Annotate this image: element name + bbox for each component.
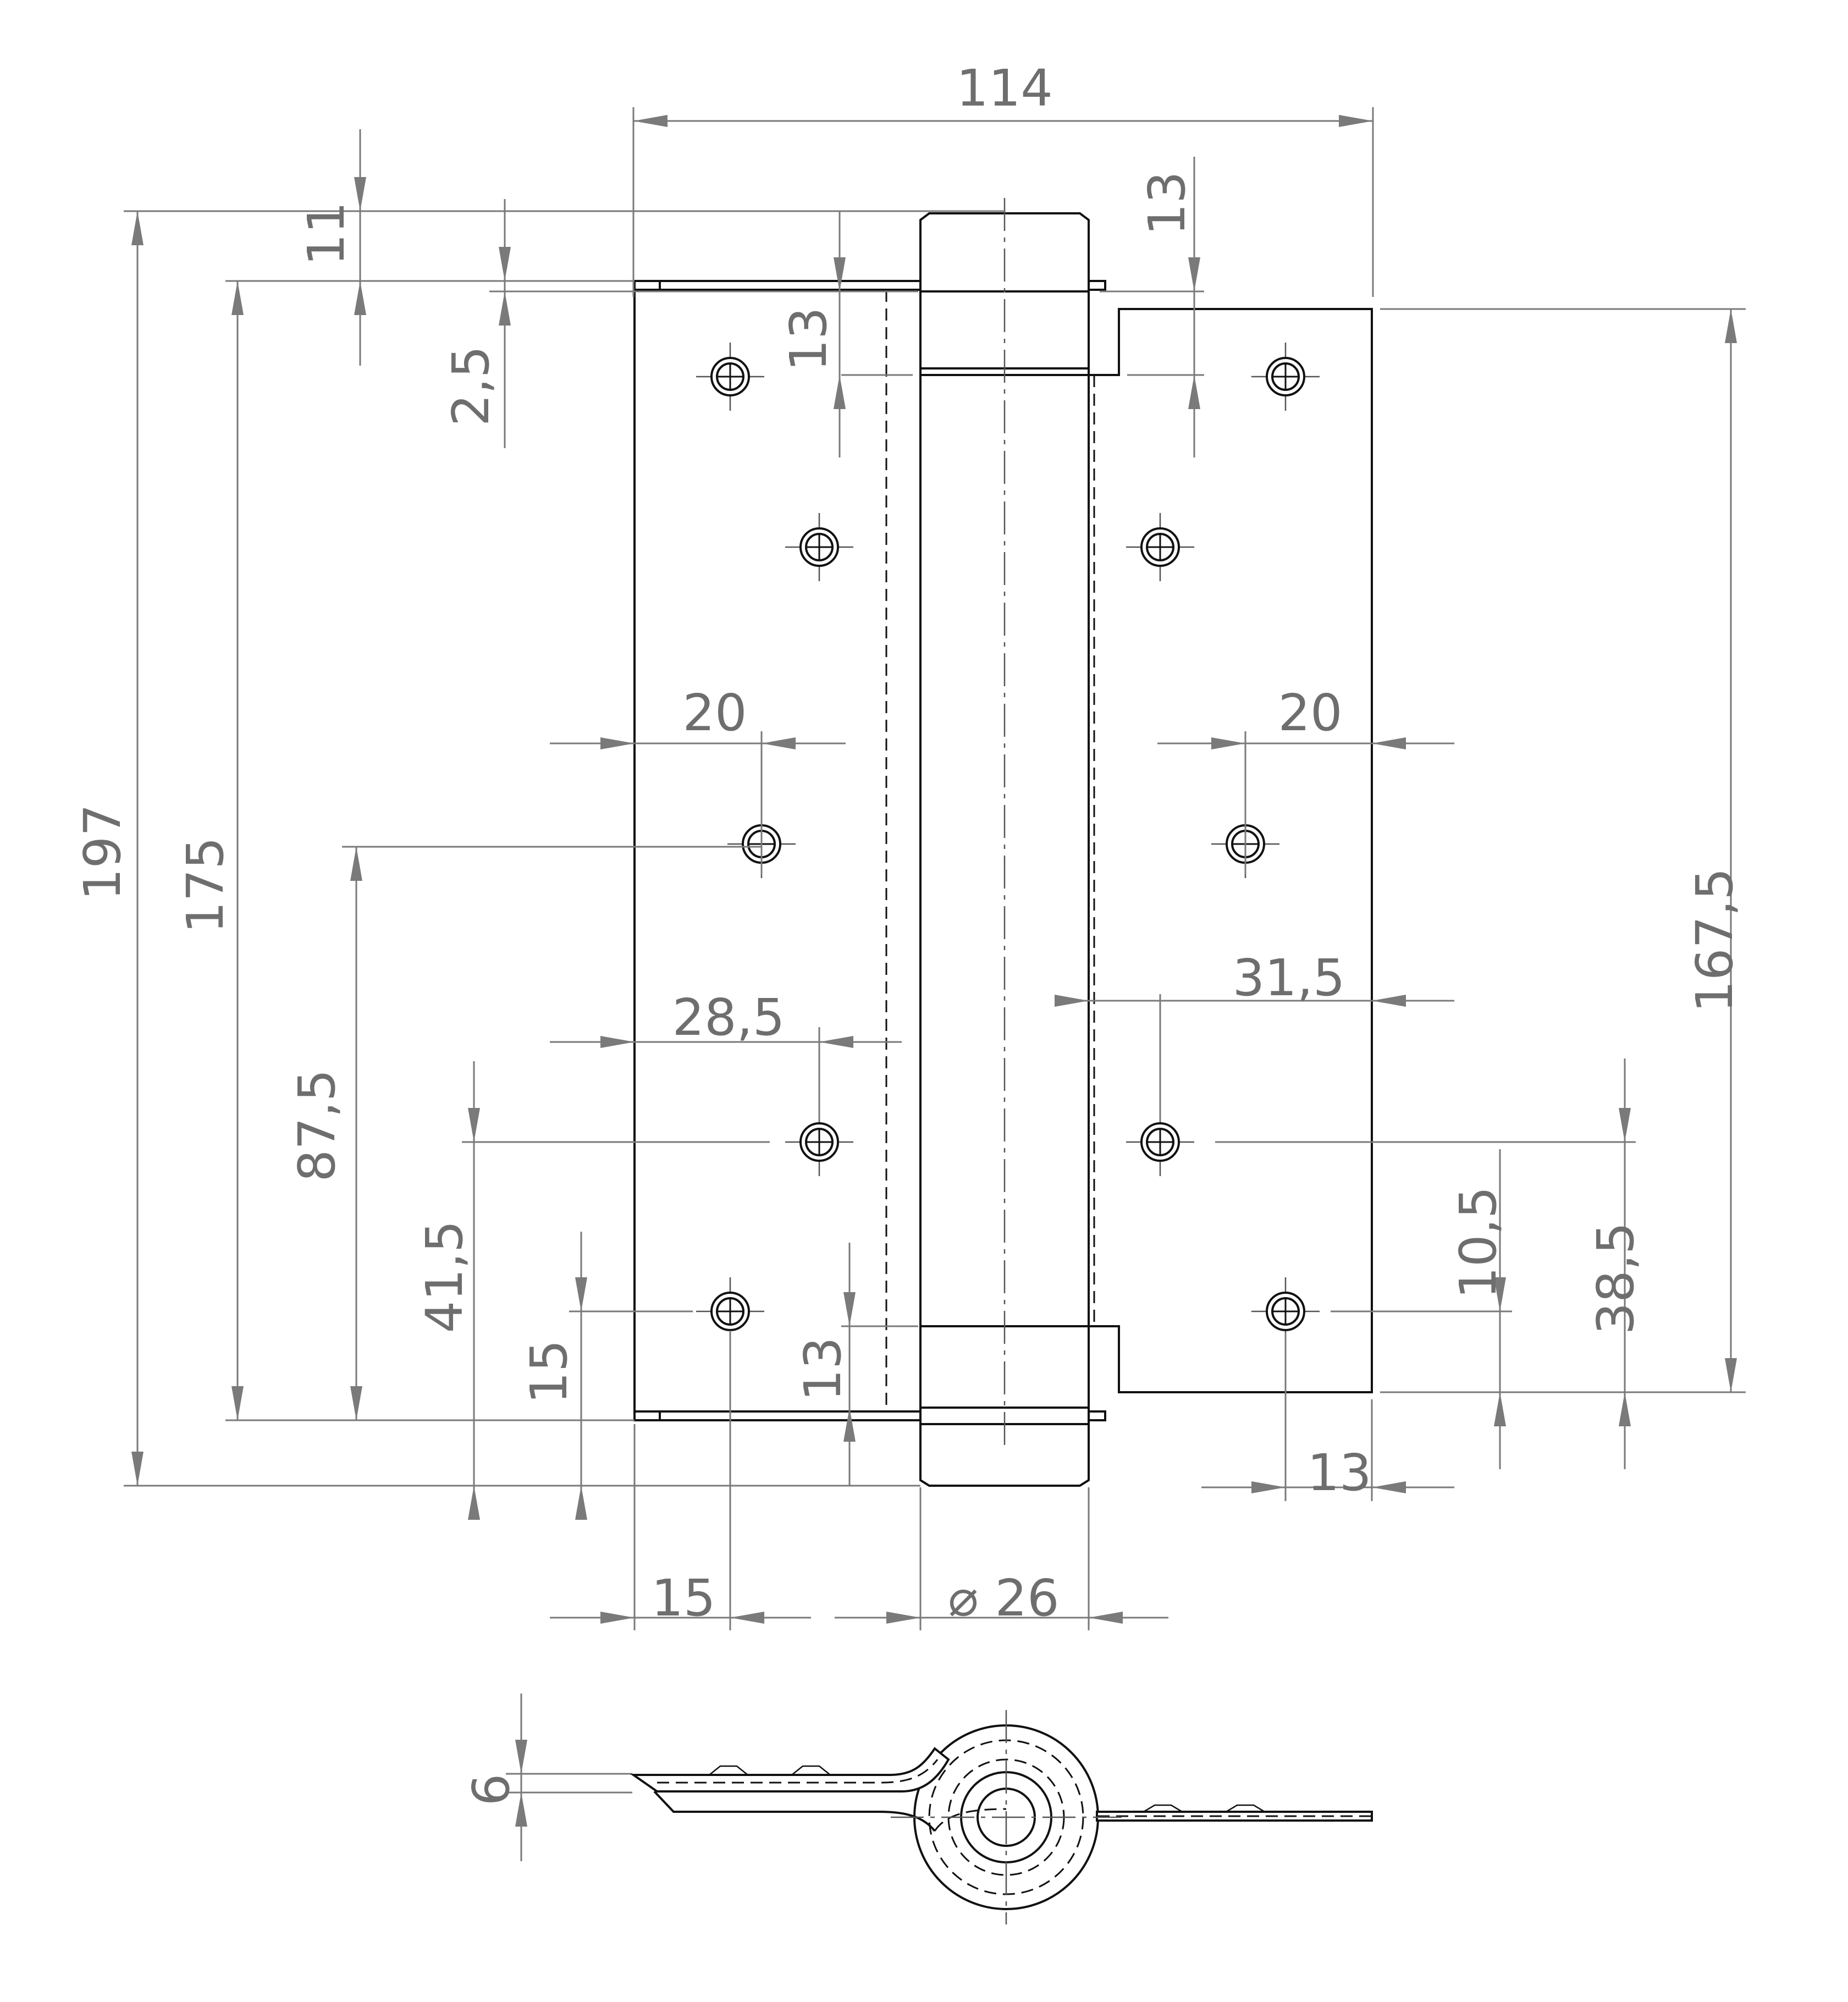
dimension-arrow bbox=[231, 1386, 244, 1420]
screw-hole bbox=[1126, 513, 1194, 581]
barrel-top-cap bbox=[919, 212, 1090, 376]
dim-height-total: 197 bbox=[73, 804, 132, 901]
dimension-arrow bbox=[354, 281, 366, 315]
dimension-arrow bbox=[131, 1452, 144, 1486]
screw-hole bbox=[785, 1108, 853, 1176]
dimension-arrow bbox=[1372, 737, 1406, 749]
dimension-arrow bbox=[1372, 1481, 1406, 1493]
dimension-arrow bbox=[1494, 1392, 1506, 1426]
dimension-arrow bbox=[1055, 995, 1089, 1007]
dimension-labels: 114 197 175 87,5 11 2,5 13 13 20 20 28,5… bbox=[73, 59, 1744, 1806]
dimension-arrow bbox=[350, 847, 362, 881]
dimension-arrow bbox=[1251, 1481, 1286, 1493]
dimension-arrow bbox=[1211, 737, 1245, 749]
dimension-arrow bbox=[350, 1386, 362, 1420]
dim-leaf-half: 87,5 bbox=[288, 1069, 346, 1182]
dim-plate-thickness: 6 bbox=[462, 1774, 521, 1806]
dimension-arrow bbox=[834, 257, 846, 291]
dim-hole-offset-left-2: 28,5 bbox=[672, 988, 785, 1047]
dimension-arrow bbox=[730, 1612, 764, 1624]
dim-knuckle-top-right: 13 bbox=[1138, 171, 1196, 235]
hinge-top-view bbox=[630, 1710, 1373, 1924]
dimension-arrow bbox=[231, 281, 244, 315]
screw-hole bbox=[1251, 1277, 1320, 1345]
dimension-arrow bbox=[633, 115, 668, 127]
screw-hole bbox=[1126, 1108, 1194, 1176]
screw-holes bbox=[696, 343, 1320, 1345]
hinge-front-view bbox=[633, 198, 1373, 1487]
dimension-arrow bbox=[1089, 1612, 1123, 1624]
barrel-bottom-cap bbox=[919, 1325, 1090, 1487]
right-leaf-plate bbox=[1088, 308, 1373, 1393]
screw-hole bbox=[785, 513, 853, 581]
dimension-arrow bbox=[600, 1612, 635, 1624]
dimension-arrow bbox=[575, 1486, 587, 1520]
dimension-arrow bbox=[1372, 995, 1406, 1007]
screw-hole bbox=[1251, 343, 1320, 411]
dim-hole-bottom-left: 15 bbox=[520, 1339, 578, 1404]
dim-hole-lower-right: 38,5 bbox=[1586, 1222, 1645, 1335]
dimension-arrow bbox=[468, 1108, 480, 1142]
dimension-arrow bbox=[131, 211, 144, 245]
dimension-arrow bbox=[834, 375, 846, 409]
dim-width-overall: 114 bbox=[956, 59, 1053, 118]
dimension-arrow bbox=[1494, 1277, 1506, 1311]
dimension-arrow bbox=[600, 1036, 635, 1048]
dimension-arrow bbox=[1339, 115, 1373, 127]
dimension-arrow bbox=[1188, 375, 1200, 409]
dimension-arrow bbox=[1619, 1392, 1631, 1426]
dim-hole-offset-right-2: 31,5 bbox=[1233, 948, 1345, 1007]
top-view-left-leaf bbox=[630, 1747, 950, 1793]
dim-plate-offset: 2,5 bbox=[442, 346, 500, 426]
dim-hole-bottom-right: 10,5 bbox=[1449, 1187, 1508, 1299]
dimension-arrow bbox=[762, 737, 796, 749]
dimension-arrow bbox=[468, 1486, 480, 1520]
dimension-arrow bbox=[575, 1277, 587, 1311]
dimension-arrow bbox=[843, 1408, 856, 1442]
dimension-arrow bbox=[499, 247, 511, 281]
dimension-arrow bbox=[1188, 257, 1200, 291]
dimension-arrow bbox=[1725, 309, 1737, 343]
dim-hole-offset-right: 20 bbox=[1278, 683, 1342, 742]
dimension-lines bbox=[124, 107, 1746, 1861]
dim-bottom-left-offset: 15 bbox=[651, 1569, 715, 1628]
dimension-arrow bbox=[515, 1793, 527, 1827]
dimension-arrow bbox=[886, 1612, 920, 1624]
dimension-arrow bbox=[354, 177, 366, 211]
dimension-arrow bbox=[499, 291, 511, 326]
dimension-arrow bbox=[843, 1292, 856, 1326]
dimension-arrow bbox=[1725, 1358, 1737, 1392]
dim-hole-offset-left: 20 bbox=[682, 683, 747, 742]
dimension-arrow bbox=[819, 1036, 853, 1048]
dimension-arrow bbox=[600, 737, 635, 749]
dim-right-leaf-height: 167,5 bbox=[1685, 868, 1744, 1012]
dim-barrel-diameter: 26 bbox=[995, 1569, 1059, 1628]
dimension-arrow bbox=[1619, 1108, 1631, 1142]
dim-hole-lower-left: 41,5 bbox=[415, 1221, 474, 1333]
dim-leaf-height: 175 bbox=[176, 837, 235, 934]
screw-hole bbox=[696, 343, 764, 411]
dimension-arrow bbox=[515, 1740, 527, 1774]
dim-right-edge-offset: 13 bbox=[1307, 1443, 1371, 1502]
diameter-symbol: ⌀ bbox=[948, 1569, 978, 1628]
dim-knuckle-top-left: 13 bbox=[779, 307, 838, 371]
screw-hole bbox=[696, 1277, 764, 1345]
dim-pin-cap-top: 11 bbox=[297, 201, 356, 266]
dim-knuckle-bottom-left: 13 bbox=[793, 1337, 852, 1401]
